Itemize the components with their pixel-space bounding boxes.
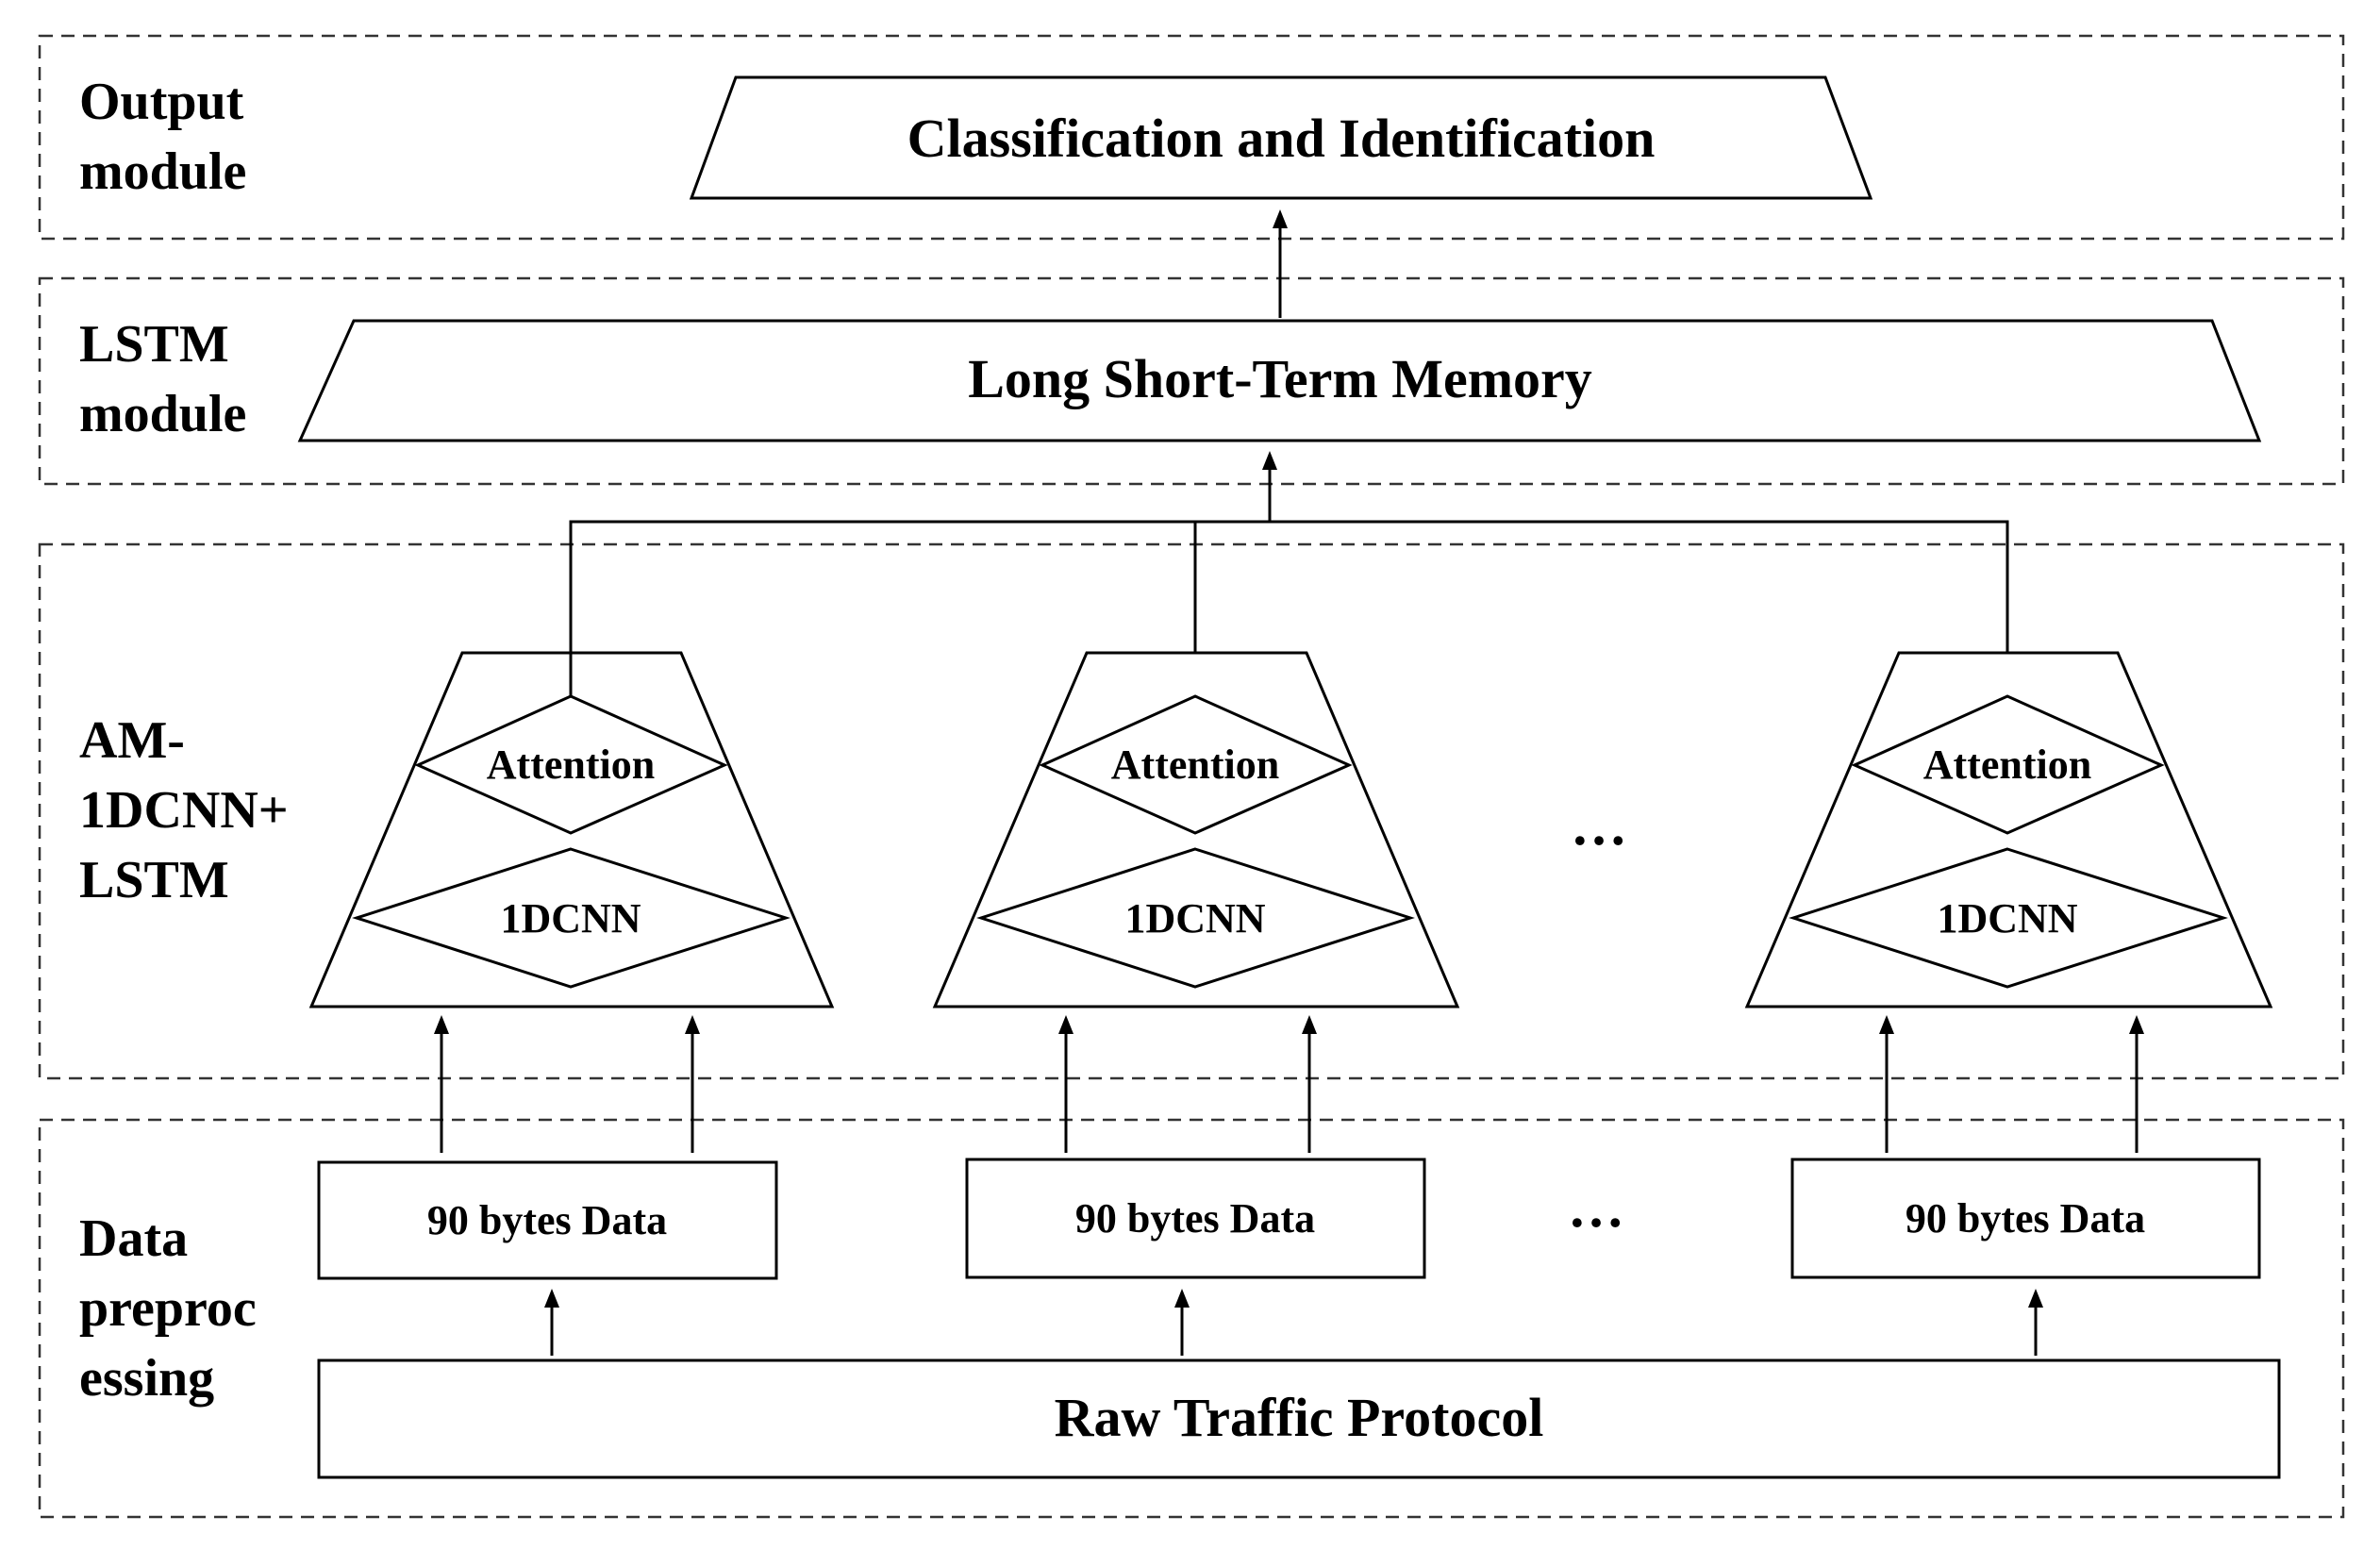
lstm-label: Long Short-Term Memory: [968, 348, 1592, 409]
branch-connector: [569, 520, 2009, 696]
branch-3-attention-label: Attention: [1923, 742, 2091, 788]
branch-ellipsis: …: [1571, 794, 1627, 857]
data-box-3-label: 90 bytes Data: [1906, 1195, 2145, 1242]
branch-3-cnn-diamond: [1789, 847, 2228, 989]
data-to-branch-arrows: [434, 1015, 2144, 1153]
branch-2-attention-label: Attention: [1111, 742, 1279, 788]
branch-1-attention-label: Attention: [487, 742, 655, 788]
am-module-label: AM- 1DCNN+ LSTM: [79, 711, 302, 909]
raw-to-data-arrows: [544, 1289, 2043, 1356]
lstm-box: [297, 319, 2262, 442]
output-module-frame: [38, 34, 2345, 241]
data-box-1-label: 90 bytes Data: [427, 1197, 667, 1243]
am-module-frame: [38, 542, 2345, 1080]
branch-2-cnn-diamond: [976, 847, 1415, 989]
raw-traffic-box: [317, 1358, 2281, 1479]
branch-2-attention-diamond: [1039, 694, 1353, 835]
branch-3-attention-diamond: [1851, 694, 2165, 835]
classification-label: Classification and Identification: [907, 108, 1656, 169]
data-box-2: [965, 1158, 1426, 1279]
branch-2-cnn-label: 1DCNN: [1124, 895, 1265, 942]
data-module-label: Data preproc essing: [79, 1209, 270, 1408]
data-box-1: [317, 1160, 778, 1280]
branch-1-attention-diamond: [414, 694, 728, 835]
arrowhead-lstm-to-output: [1273, 209, 1288, 228]
data-module-frame: [38, 1118, 2345, 1519]
output-module-label: Output module: [79, 73, 257, 201]
lstm-module-label: LSTM module: [79, 315, 246, 443]
lstm-module-frame: [38, 276, 2345, 486]
classification-box: [689, 75, 1873, 200]
raw-traffic-label: Raw Traffic Protocol: [1055, 1387, 1544, 1448]
branch-1-cnn-label: 1DCNN: [500, 895, 641, 942]
arrowhead-branches-to-lstm: [1262, 451, 1277, 470]
branch-1-cnn-diamond: [352, 847, 791, 989]
data-box-2-label: 90 bytes Data: [1075, 1195, 1315, 1242]
data-box-3: [1790, 1158, 2261, 1279]
branch-3-cnn-label: 1DCNN: [1937, 895, 2077, 942]
data-ellipsis: …: [1568, 1176, 1624, 1239]
